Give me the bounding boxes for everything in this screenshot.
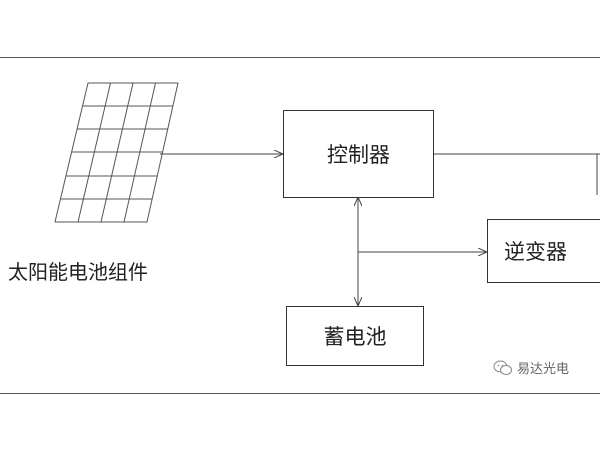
top-border-line [0,57,600,58]
wechat-icon [493,360,512,375]
solar-panel-label: 太阳能电池组件 [8,260,148,284]
inverter-node: 逆变器 [487,219,600,283]
solar-panel-icon [54,82,179,223]
watermark: 易达光电 [493,358,569,377]
watermark-text: 易达光电 [517,362,570,377]
bottom-border-line [0,393,600,394]
battery-node: 蓄电池 [286,306,424,366]
controller-node: 控制器 [283,110,434,198]
